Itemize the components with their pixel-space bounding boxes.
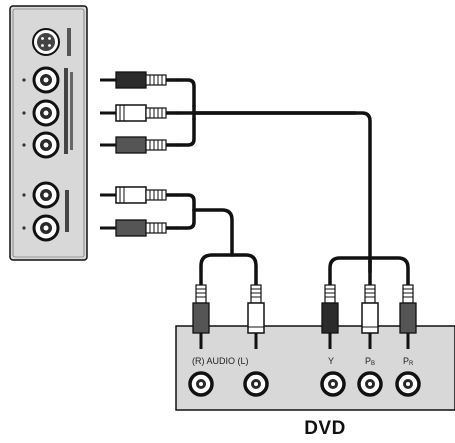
rca-jack-icon xyxy=(32,181,60,209)
rca-jack-icon xyxy=(32,214,60,242)
rca-jack-icon xyxy=(357,371,383,397)
device-label: DVD xyxy=(304,418,346,439)
panel-text-marking xyxy=(64,68,68,154)
rca-plug-icon xyxy=(247,284,265,349)
audio-jacks-label: (R) AUDIO (L) xyxy=(192,356,249,366)
rca-plug-icon xyxy=(100,186,178,204)
panel-text-marking xyxy=(65,190,69,232)
rca-jack-icon xyxy=(32,66,60,94)
rca-plug-icon xyxy=(100,71,178,89)
rca-plug-icon xyxy=(399,284,417,349)
y-jack-label: Y xyxy=(328,356,335,366)
pr-jack-label: PR xyxy=(403,356,414,367)
component-video-cable xyxy=(176,78,410,287)
pb-jack-label: PB xyxy=(365,356,376,367)
s-video-jack-icon xyxy=(32,28,60,56)
rca-plug-icon xyxy=(192,284,210,349)
panel-text-marking xyxy=(67,28,71,56)
audio-cable xyxy=(176,193,258,287)
rca-jack-icon xyxy=(32,99,60,127)
rca-jack-icon xyxy=(243,371,269,397)
panel-text-marking xyxy=(22,226,26,230)
rca-plug-icon xyxy=(361,284,379,349)
rca-jack-icon xyxy=(320,371,346,397)
rca-jack-icon xyxy=(188,371,214,397)
rca-plug-icon xyxy=(100,136,178,154)
rca-jack-icon xyxy=(395,371,421,397)
tv-input-panel xyxy=(9,5,88,261)
panel-text-marking xyxy=(22,111,26,115)
rca-plug-icon xyxy=(100,219,178,237)
rca-plug-icon xyxy=(100,104,178,122)
panel-text-marking xyxy=(22,143,26,147)
panel-text-marking xyxy=(70,72,73,150)
panel-text-marking xyxy=(22,78,26,82)
panel-text-marking xyxy=(22,193,26,197)
rca-plug-icon xyxy=(321,284,339,349)
rca-jack-icon xyxy=(32,131,60,159)
